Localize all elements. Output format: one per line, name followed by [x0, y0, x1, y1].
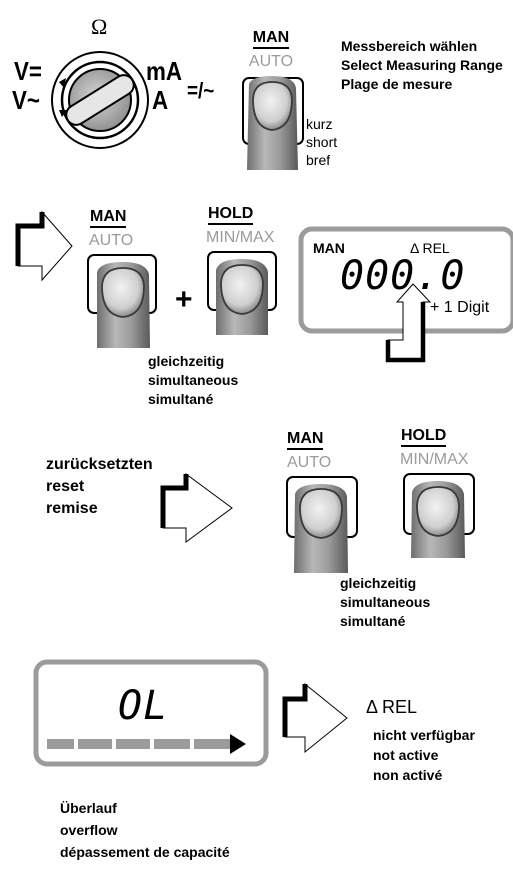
- plus-one-digit-note: + 1 Digit: [430, 299, 490, 316]
- overflow-caption: Überlauf overflow dépassement de capacit…: [60, 800, 230, 860]
- hold-label: HOLD: [401, 427, 447, 447]
- rel-status-text: nicht verfügbar not active non activé: [373, 727, 475, 783]
- man-label: MAN: [243, 29, 299, 49]
- hold-label: HOLD: [208, 205, 254, 225]
- ac-voltage-label: V~: [12, 85, 40, 115]
- step-arrow-icon: [282, 682, 348, 754]
- man-auto-button-press-icon: [242, 76, 304, 170]
- milliamp-label: mA: [146, 56, 183, 86]
- rotary-switch-icon: [51, 51, 149, 149]
- press-duration-text: kurz short bref: [306, 116, 338, 168]
- display-mode-indicator: MAN: [313, 240, 345, 256]
- minmax-label: MIN/MAX: [206, 229, 275, 246]
- display-reading: 000.0: [340, 253, 466, 299]
- plus-sign: +: [175, 283, 193, 316]
- man-auto-button-press-icon: [87, 254, 157, 348]
- select-range-instruction: Messbereich wählen Select Measuring Rang…: [341, 38, 503, 92]
- auto-label: AUTO: [248, 53, 294, 70]
- minmax-label: MIN/MAX: [400, 451, 469, 468]
- simultaneous-text: gleichzeitig simultaneous simultané: [340, 575, 431, 629]
- dc-voltage-label: V=: [14, 56, 42, 86]
- amp-label: A: [152, 85, 169, 115]
- rel-label: Δ REL: [366, 697, 418, 717]
- reset-text: zurücksetzten reset remise: [46, 456, 153, 517]
- lcd-display-overflow: [33, 659, 269, 767]
- man-auto-button-press-icon: [286, 476, 358, 573]
- overflow-reading: OL: [118, 683, 169, 729]
- ac-dc-symbol: =/~: [187, 78, 215, 103]
- man-label: MAN: [287, 430, 324, 450]
- display-rel-indicator: Δ REL: [410, 240, 450, 256]
- hold-minmax-button-press-icon: [207, 251, 277, 335]
- auto-label: AUTO: [287, 454, 332, 471]
- step-arrow-icon: [160, 473, 233, 543]
- ohm-label: Ω: [91, 14, 108, 39]
- auto-label: AUTO: [89, 232, 134, 249]
- lcd-display-rel: [298, 226, 513, 363]
- man-label: MAN: [90, 208, 127, 228]
- hold-minmax-button-press-icon: [403, 473, 475, 558]
- step-arrow-icon: [15, 210, 73, 282]
- simultaneous-text: gleichzeitig simultaneous simultané: [148, 353, 239, 407]
